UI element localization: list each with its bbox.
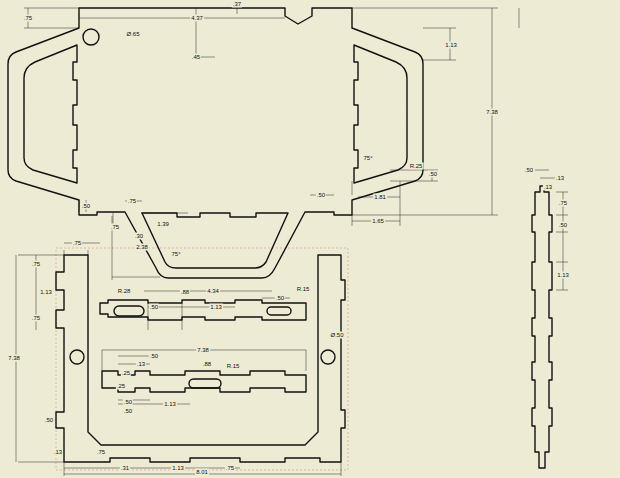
dimension-label: Ø.50 [329,332,344,339]
dimension-label: 75° [362,155,373,162]
dimension-label: 1.81 [373,194,387,201]
slotted-bar [102,371,306,392]
hole [70,350,84,364]
tab-strip [532,186,552,468]
dimension-label: .50 [149,304,159,311]
top-panel [8,8,423,278]
trapezoid-cutout [142,213,288,268]
side-cutout [354,45,407,183]
bottom-panel [56,255,345,462]
dimension-label: .50 [123,399,133,406]
dimension-label: 1.13 [556,272,570,279]
slot [114,306,144,316]
dimension-label: .50 [558,222,568,229]
dimension-label: 1.13 [209,304,223,311]
dimension-label: .50 [524,167,534,174]
dimension-label: .30 [134,233,144,240]
dimension-label: .50 [81,203,91,210]
dimension-label: 1.13 [39,289,53,296]
dimension-label: .25 [116,383,126,390]
dimension-label: .75 [110,224,120,231]
dimension-label: 8.01 [195,469,209,476]
dimension-label: R.25 [409,163,424,170]
dimension-label: R.28 [117,288,132,295]
dimension-label: .75 [31,261,41,268]
dimension-label: .50 [44,417,54,424]
dimension-label: .13 [136,361,146,368]
dimension-label: .45 [191,54,201,61]
dimension-label: 1.13 [171,465,185,472]
dimension-label: .75 [225,465,235,472]
dimension-label: .13 [543,184,553,191]
dimension-label: .50 [275,295,285,302]
side-cutout [24,45,77,183]
dimension-label: .75 [127,198,137,205]
dimension-label: .50 [316,192,326,199]
dimension-label: .13 [53,449,63,456]
dimension-label: .31 [120,465,130,472]
dimension-label: 2.38 [135,244,149,251]
dimension-label: 7.38 [7,355,21,362]
dimension-label: 1.65 [371,218,385,225]
boundary-frame [56,248,348,470]
dimension-label: .75 [558,200,568,207]
dimension-label: 1.13 [163,401,177,408]
dimension-label: 1.39 [156,221,170,228]
dimension-label: 75° [170,251,181,258]
dimension-label: 1.13 [444,42,458,49]
dimension-label: 4.37 [190,15,204,22]
slotted-bar [100,300,306,320]
dimension-label: .88 [202,361,212,368]
dimension-label: 7.38 [485,109,499,116]
dimension-label: .75 [23,15,33,22]
dimension-label: .75 [96,449,106,456]
dimension-label: .25 [121,370,131,377]
slot [189,379,221,388]
dimension-label: .50 [428,171,438,178]
dimension-label: .50 [123,408,133,415]
dimension-label: 4.34 [206,288,220,295]
dimension-label: Ø.65 [125,31,140,38]
dimension-label: R.15 [296,286,311,293]
dimension-lines [16,8,568,476]
dimension-label: 7.38 [196,347,210,354]
dimension-label: .75 [72,240,82,247]
dimension-label: .13 [555,175,565,182]
slot [267,307,291,315]
dimension-label: .88 [180,289,190,296]
hole [321,350,335,364]
dimension-label: .50 [149,353,159,360]
dimension-label: .75 [31,315,41,322]
dimension-label: .37 [232,1,242,8]
hole [83,29,99,45]
dimension-label: R.15 [226,363,241,370]
